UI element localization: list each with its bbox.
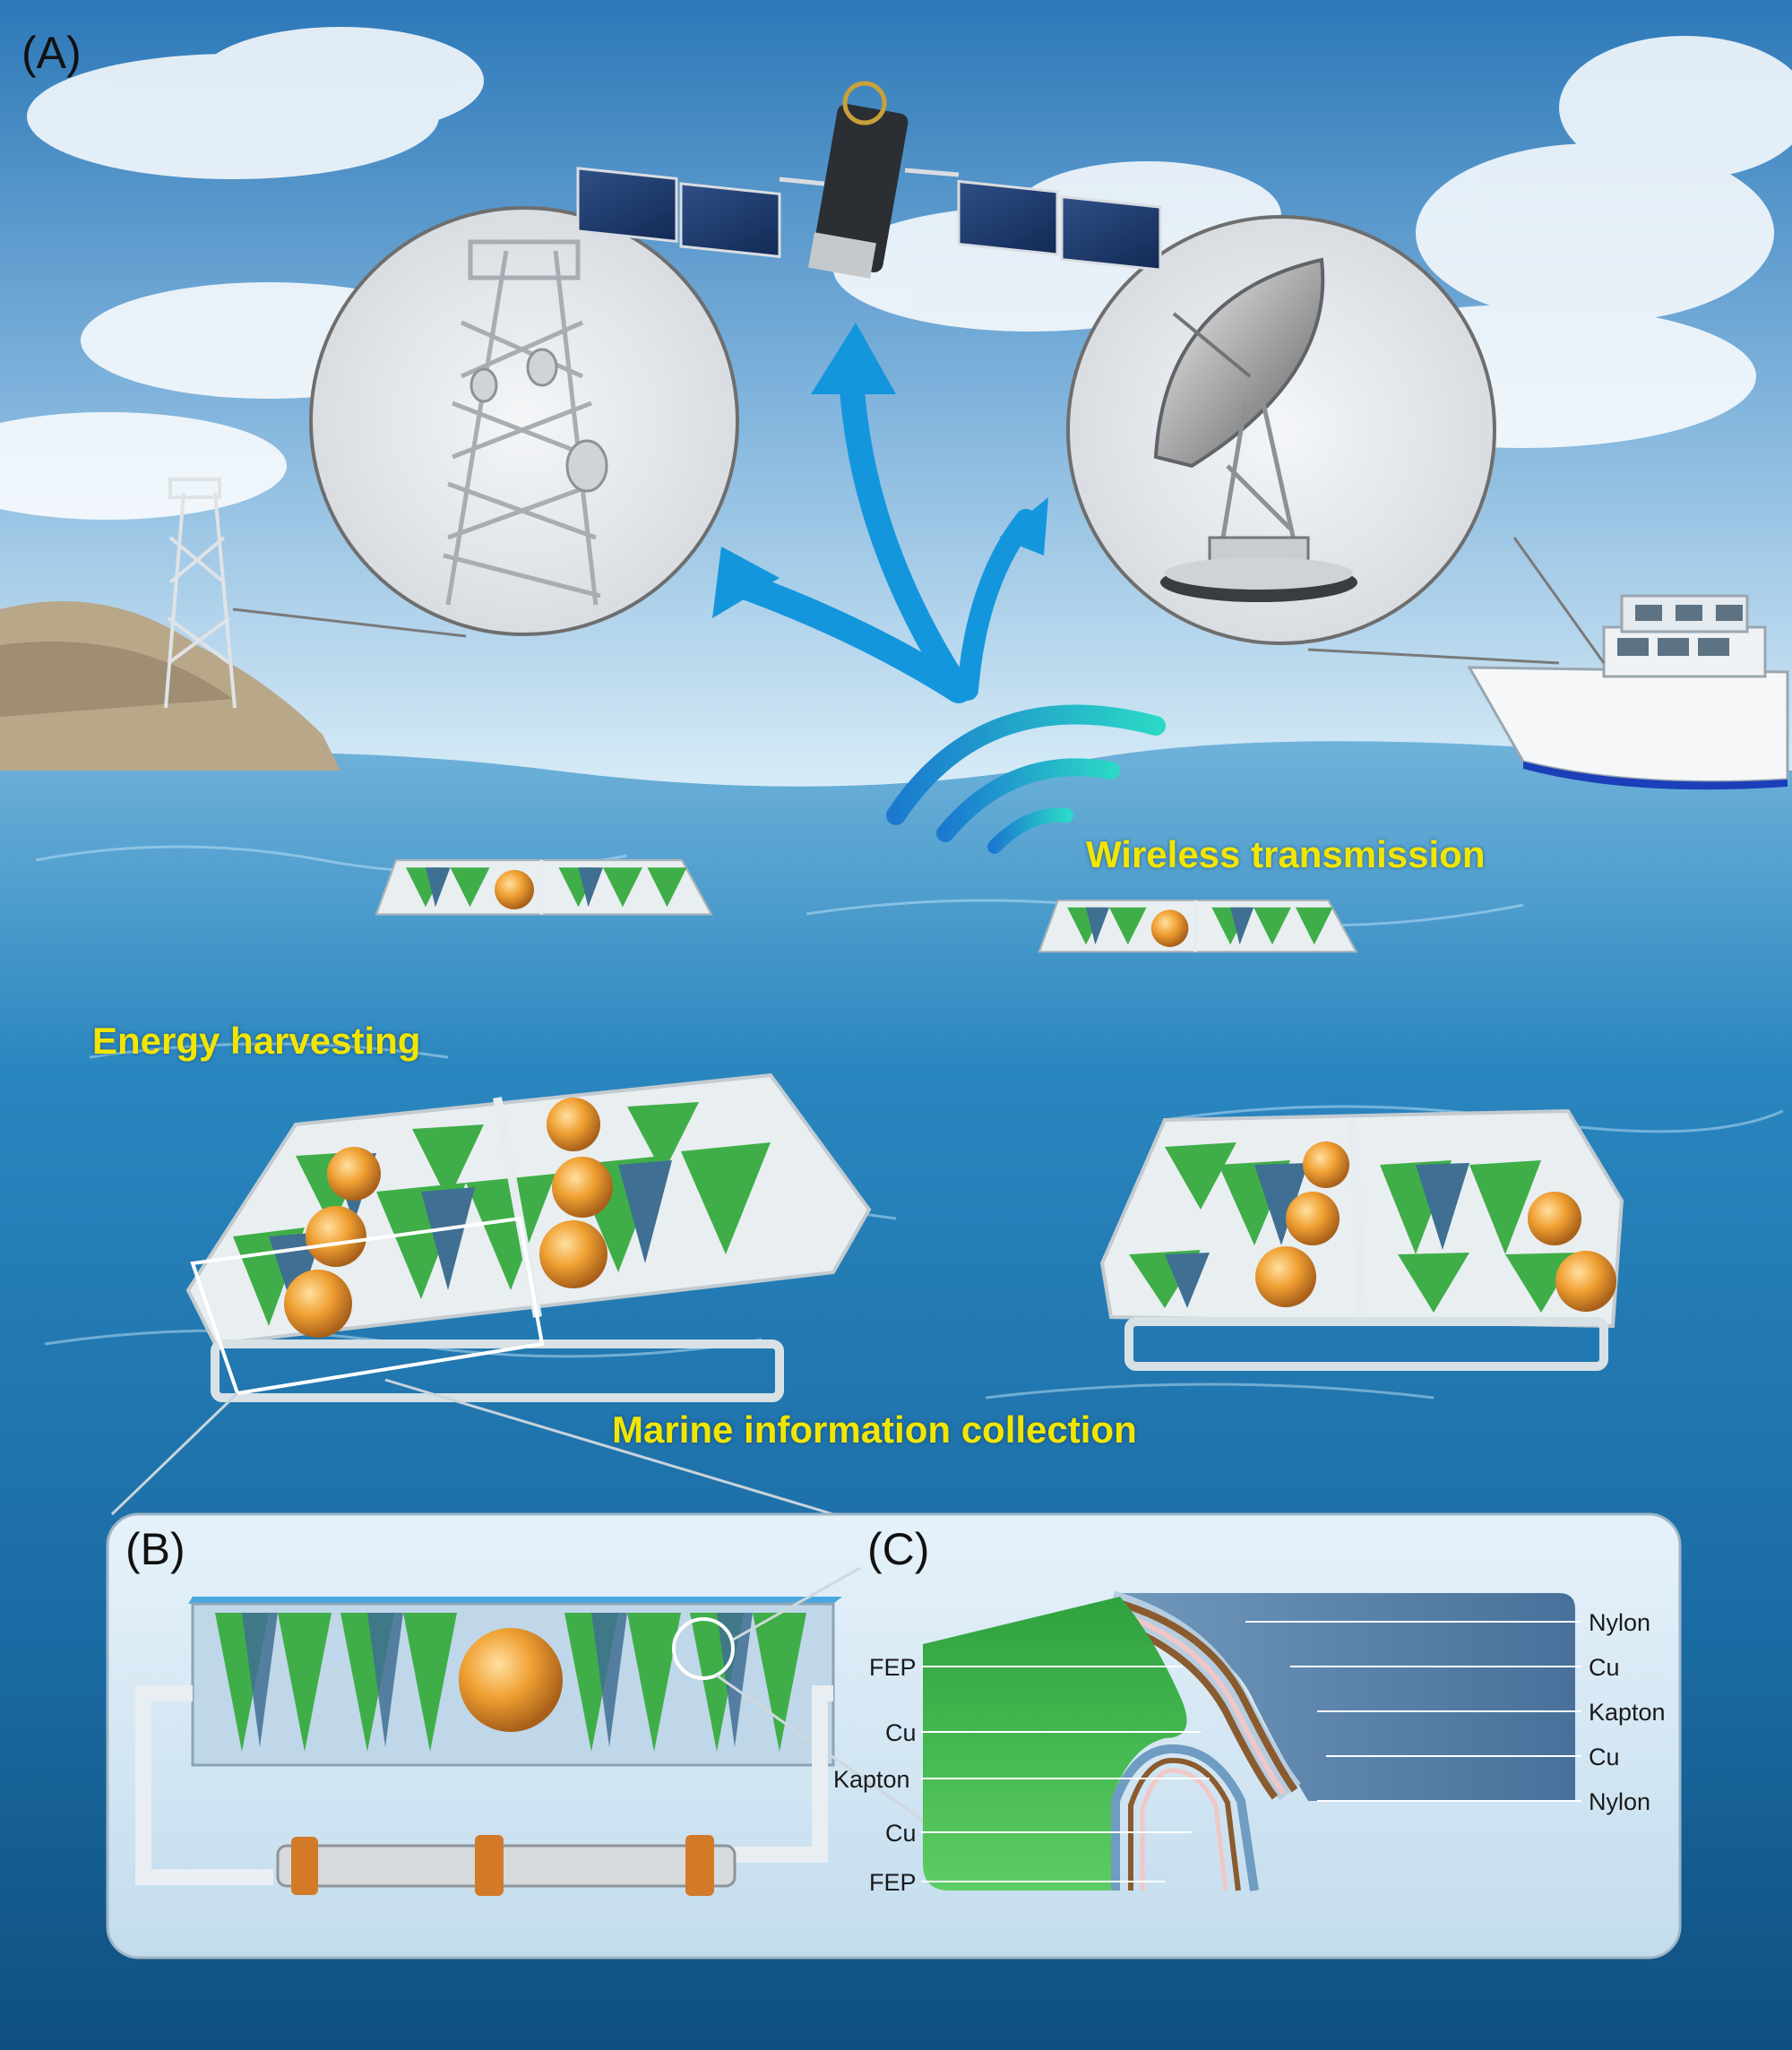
panel-label-b: (B) [125,1524,185,1574]
arrow-heads [712,323,1048,618]
satellite [576,81,1162,279]
caption-marine-information-collection: Marine information collection [612,1408,1137,1451]
layer-label-right-3: Kapton [1589,1699,1666,1726]
zoom-line-left [110,1391,239,1516]
layer-label-right-5: Nylon [1589,1788,1651,1815]
caption-wireless-transmission: Wireless transmission [1086,833,1486,875]
layer-label-left-3: Kapton [833,1766,910,1793]
zoom-lines [232,537,1606,665]
layer-label-right-1: Nylon [1589,1609,1651,1636]
layer-label-left-5: FEP [869,1869,917,1896]
layer-label-left-1: FEP [869,1654,917,1681]
layered-film [921,1590,1581,1891]
teng-device-near-right [1099,1108,1624,1371]
layer-label-left-4: Cu [885,1820,917,1847]
zoom-box [190,1216,545,1396]
tower-zoom-circle [309,206,739,636]
device-cross-section [135,1566,928,1896]
dish-zoom-circle [1066,215,1496,645]
wireless-waves [886,704,1166,854]
teng-device-near-left [185,1072,872,1402]
layer-label-left-2: Cu [885,1719,917,1746]
layer-label-right-4: Cu [1589,1744,1620,1770]
caption-energy-harvesting: Energy harvesting [92,1020,421,1062]
layer-label-right-2: Cu [1589,1654,1620,1681]
small-tower [164,478,237,709]
teng-device-far-left [375,858,713,916]
boat [1467,594,1789,790]
teng-device-far-right [1038,899,1358,953]
panel-label-c: (C) [867,1524,930,1574]
zoom-line-right [384,1378,834,1516]
panel-label-a: (A) [22,28,82,78]
